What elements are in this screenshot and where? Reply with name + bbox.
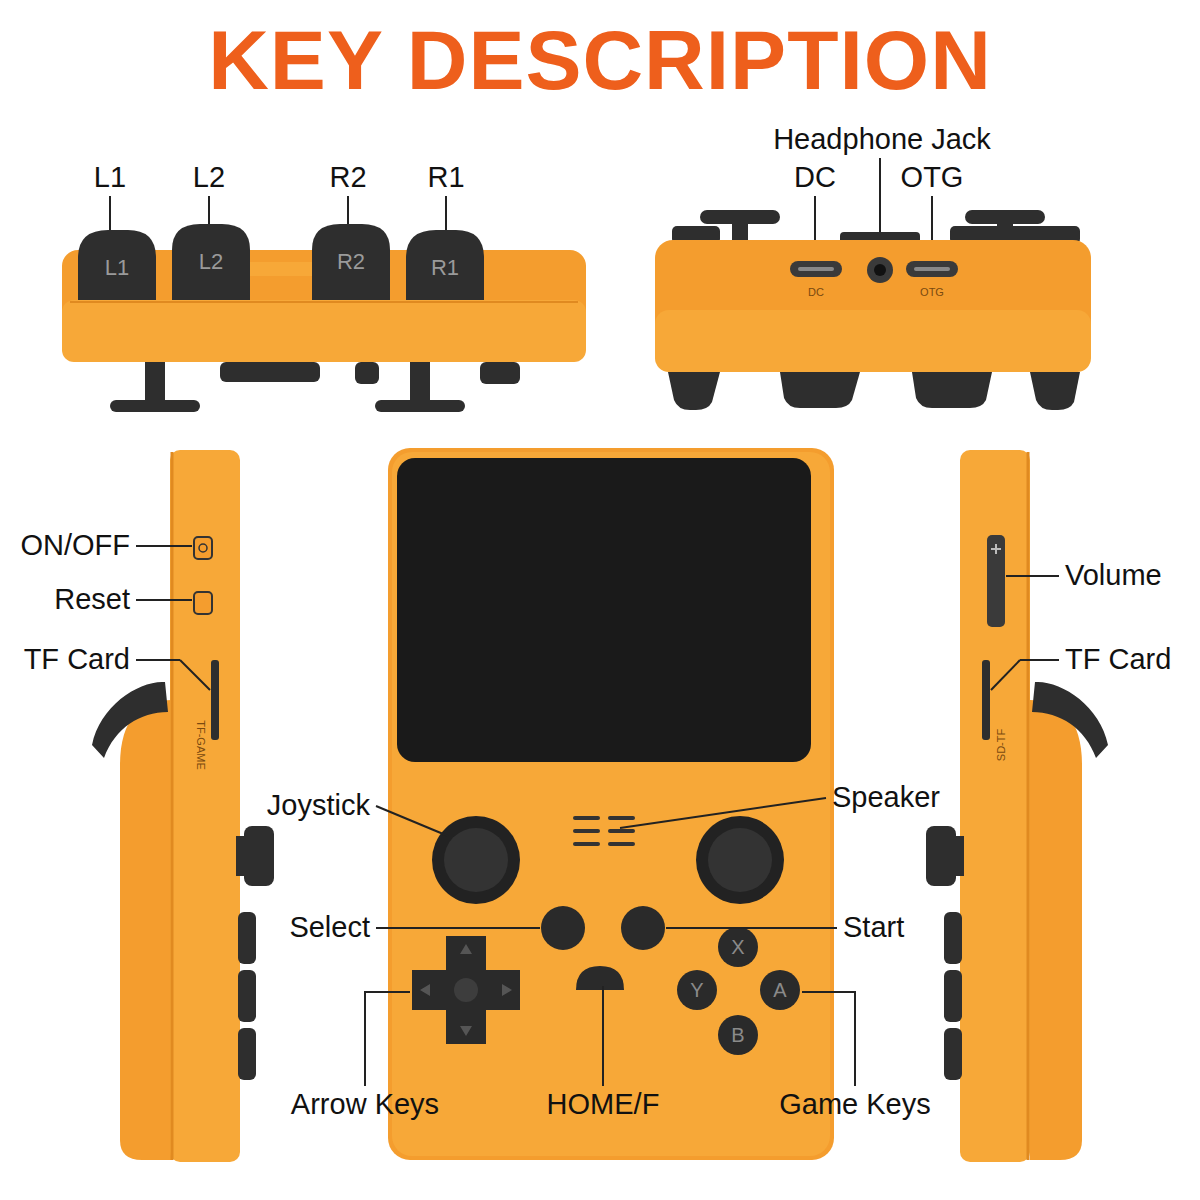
- callout-label: R1: [427, 162, 464, 194]
- callout-label: TF Card: [24, 644, 130, 676]
- slot-marking: TF-GAME: [195, 720, 207, 770]
- callout-label: Joystick: [267, 790, 370, 822]
- port-marking: OTG: [920, 286, 944, 298]
- callout-label: R2: [329, 162, 366, 194]
- callout-label: TF Card: [1065, 644, 1171, 676]
- keycap-text: L1: [105, 256, 129, 280]
- callout-label: Reset: [54, 584, 130, 616]
- bottom-view: [655, 210, 1091, 410]
- callout-label: Arrow Keys: [291, 1089, 439, 1121]
- title: KEY DESCRIPTION: [0, 14, 1200, 106]
- button-letter: X: [731, 936, 744, 958]
- leader-lines: [136, 546, 1059, 1086]
- port-marking: DC: [808, 286, 824, 298]
- callout-label: Start: [843, 912, 904, 944]
- callout-label: OTG: [901, 162, 964, 194]
- button-letter: B: [731, 1024, 744, 1046]
- callout-label: DC: [794, 162, 836, 194]
- button-letter: A: [773, 979, 786, 1001]
- callout-label: Select: [289, 912, 370, 944]
- front-view: [388, 448, 834, 1160]
- callout-label: L1: [94, 162, 126, 194]
- callout-label: ON/OFF: [20, 530, 130, 562]
- keycap-text: L2: [199, 250, 223, 274]
- keycap-text: R1: [431, 256, 459, 280]
- callout-label: Game Keys: [779, 1089, 931, 1121]
- callout-label: Volume: [1065, 560, 1162, 592]
- right-side-view: [926, 450, 1108, 1162]
- keycap-text: R2: [337, 250, 365, 274]
- callout-label: L2: [193, 162, 225, 194]
- slot-marking: SD-TF: [995, 729, 1007, 761]
- callout-label: Headphone Jack: [773, 124, 991, 156]
- shoulder-view: [62, 224, 586, 412]
- callout-label: HOME/F: [547, 1089, 660, 1121]
- callout-label: Speaker: [832, 782, 940, 814]
- button-letter: Y: [690, 979, 703, 1001]
